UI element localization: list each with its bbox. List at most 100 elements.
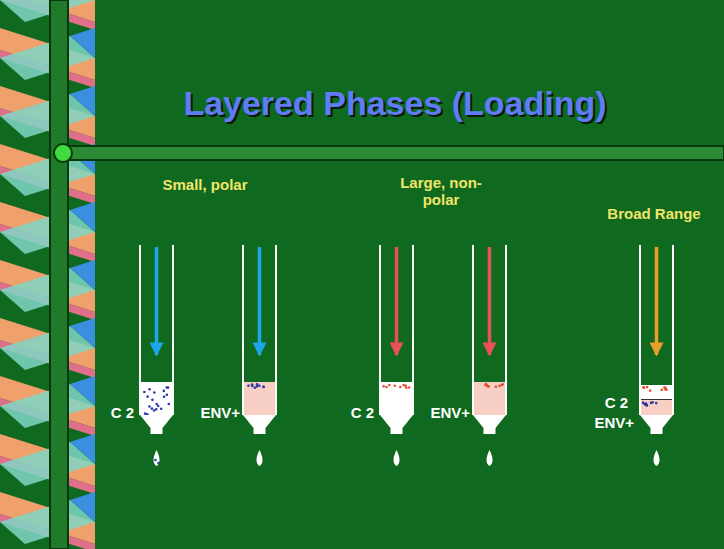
- drop: [154, 450, 160, 466]
- analyte-dot: [262, 386, 265, 389]
- analyte-dot: [256, 383, 259, 386]
- cartridge-wall: [412, 245, 414, 415]
- analyte-dot: [642, 401, 645, 404]
- analyte-dot: [385, 386, 388, 389]
- analyte-dot: [146, 395, 149, 398]
- ribbon-band: [0, 86, 95, 138]
- ribbon-band: [70, 434, 95, 464]
- category-label: Large, non-polar: [386, 174, 496, 209]
- phase-label: C 2: [605, 394, 628, 411]
- ribbon-decoration: [0, 0, 95, 549]
- sorbent-bed: [473, 382, 506, 415]
- ribbon-band: [70, 202, 95, 232]
- cartridge-tip: [640, 415, 673, 428]
- analyte-dot: [643, 386, 646, 389]
- analyte-dot: [644, 403, 647, 406]
- spe-cartridges: [140, 245, 673, 466]
- cartridge-wall: [242, 245, 244, 415]
- analyte-dot: [655, 402, 658, 405]
- phase-label: ENV+: [594, 414, 634, 431]
- cartridge-tip: [484, 428, 496, 434]
- category-label: Small, polar: [160, 176, 250, 193]
- analyte-dot: [151, 407, 154, 410]
- analyte-dot: [495, 385, 498, 388]
- cartridge-wall: [172, 245, 174, 415]
- analyte-dot: [253, 387, 256, 390]
- cartridge-wall: [472, 245, 474, 415]
- analyte-dot: [258, 384, 261, 387]
- analyte-dot: [382, 385, 385, 388]
- analyte-dot: [160, 407, 163, 410]
- analyte-dot: [262, 385, 265, 388]
- analyte-dot: [148, 388, 151, 391]
- sorbent-bed: [140, 382, 173, 415]
- analyte-dot: [154, 459, 157, 462]
- analyte-dot: [408, 386, 411, 389]
- phase-label: C 2: [351, 404, 374, 421]
- ribbon-band: [0, 260, 95, 312]
- analyte-dot: [650, 402, 653, 405]
- drop: [257, 450, 263, 466]
- analyte-dot: [394, 385, 397, 388]
- analyte-dot: [645, 402, 648, 405]
- analyte-dot: [498, 385, 501, 388]
- category-label: Broad Range: [594, 205, 714, 222]
- analyte-dot: [487, 385, 490, 388]
- cartridge-tip: [140, 415, 173, 428]
- flow-arrow: [488, 247, 492, 355]
- cartridge-wall: [139, 245, 141, 415]
- ribbon-band: [70, 28, 95, 58]
- analyte-dot: [402, 384, 405, 387]
- analyte-dot: [166, 393, 169, 396]
- analyte-dot: [642, 386, 645, 389]
- sorbent-bed: [640, 400, 673, 415]
- analyte-dot: [399, 386, 402, 389]
- analyte-dot: [484, 383, 487, 386]
- sorbent-bed: [640, 385, 673, 399]
- vertical-bar: [50, 0, 68, 549]
- ribbon-band: [0, 434, 95, 486]
- analyte-dot: [664, 388, 667, 391]
- flow-arrow: [155, 247, 159, 355]
- analyte-dot: [649, 389, 652, 392]
- horizontal-bar: [62, 146, 724, 160]
- flow-arrow: [258, 247, 262, 355]
- ribbon-band: [0, 318, 95, 370]
- analyte-dot: [163, 390, 166, 393]
- analyte-dot: [405, 386, 408, 389]
- cartridge-tip: [391, 428, 403, 434]
- analyte-dot: [144, 412, 147, 415]
- cartridge-tip: [380, 415, 413, 428]
- ribbon-band: [70, 86, 95, 116]
- ribbon-band: [0, 376, 95, 428]
- analyte-dot: [661, 389, 664, 392]
- cartridge-wall: [379, 245, 381, 415]
- cartridge-tip: [254, 428, 266, 434]
- ribbon-band: [0, 492, 95, 544]
- bar-knob: [54, 144, 72, 162]
- flow-arrow: [655, 247, 659, 355]
- ribbon-band: [0, 28, 95, 80]
- analyte-dot: [143, 391, 146, 394]
- cartridge-wall: [505, 245, 507, 415]
- bed-divider: [640, 399, 673, 400]
- ribbon-band: [0, 0, 95, 22]
- analyte-dot: [151, 399, 154, 402]
- drop: [394, 450, 400, 466]
- analyte-dot: [388, 384, 391, 387]
- phase-label: C 2: [111, 404, 134, 421]
- analyte-dot: [163, 395, 166, 398]
- cartridge-tip: [473, 415, 506, 428]
- cartridge-wall: [639, 245, 641, 415]
- ribbon-band: [70, 318, 95, 348]
- analyte-dot: [646, 386, 649, 389]
- phase-label: ENV+: [430, 404, 470, 421]
- analyte-dot: [487, 385, 490, 388]
- drop: [487, 450, 493, 466]
- analyte-dot: [157, 462, 160, 465]
- cartridge-wall: [672, 245, 674, 415]
- analyte-dot: [155, 408, 158, 411]
- ribbon-band: [70, 492, 95, 522]
- cartridge-tip: [243, 415, 276, 428]
